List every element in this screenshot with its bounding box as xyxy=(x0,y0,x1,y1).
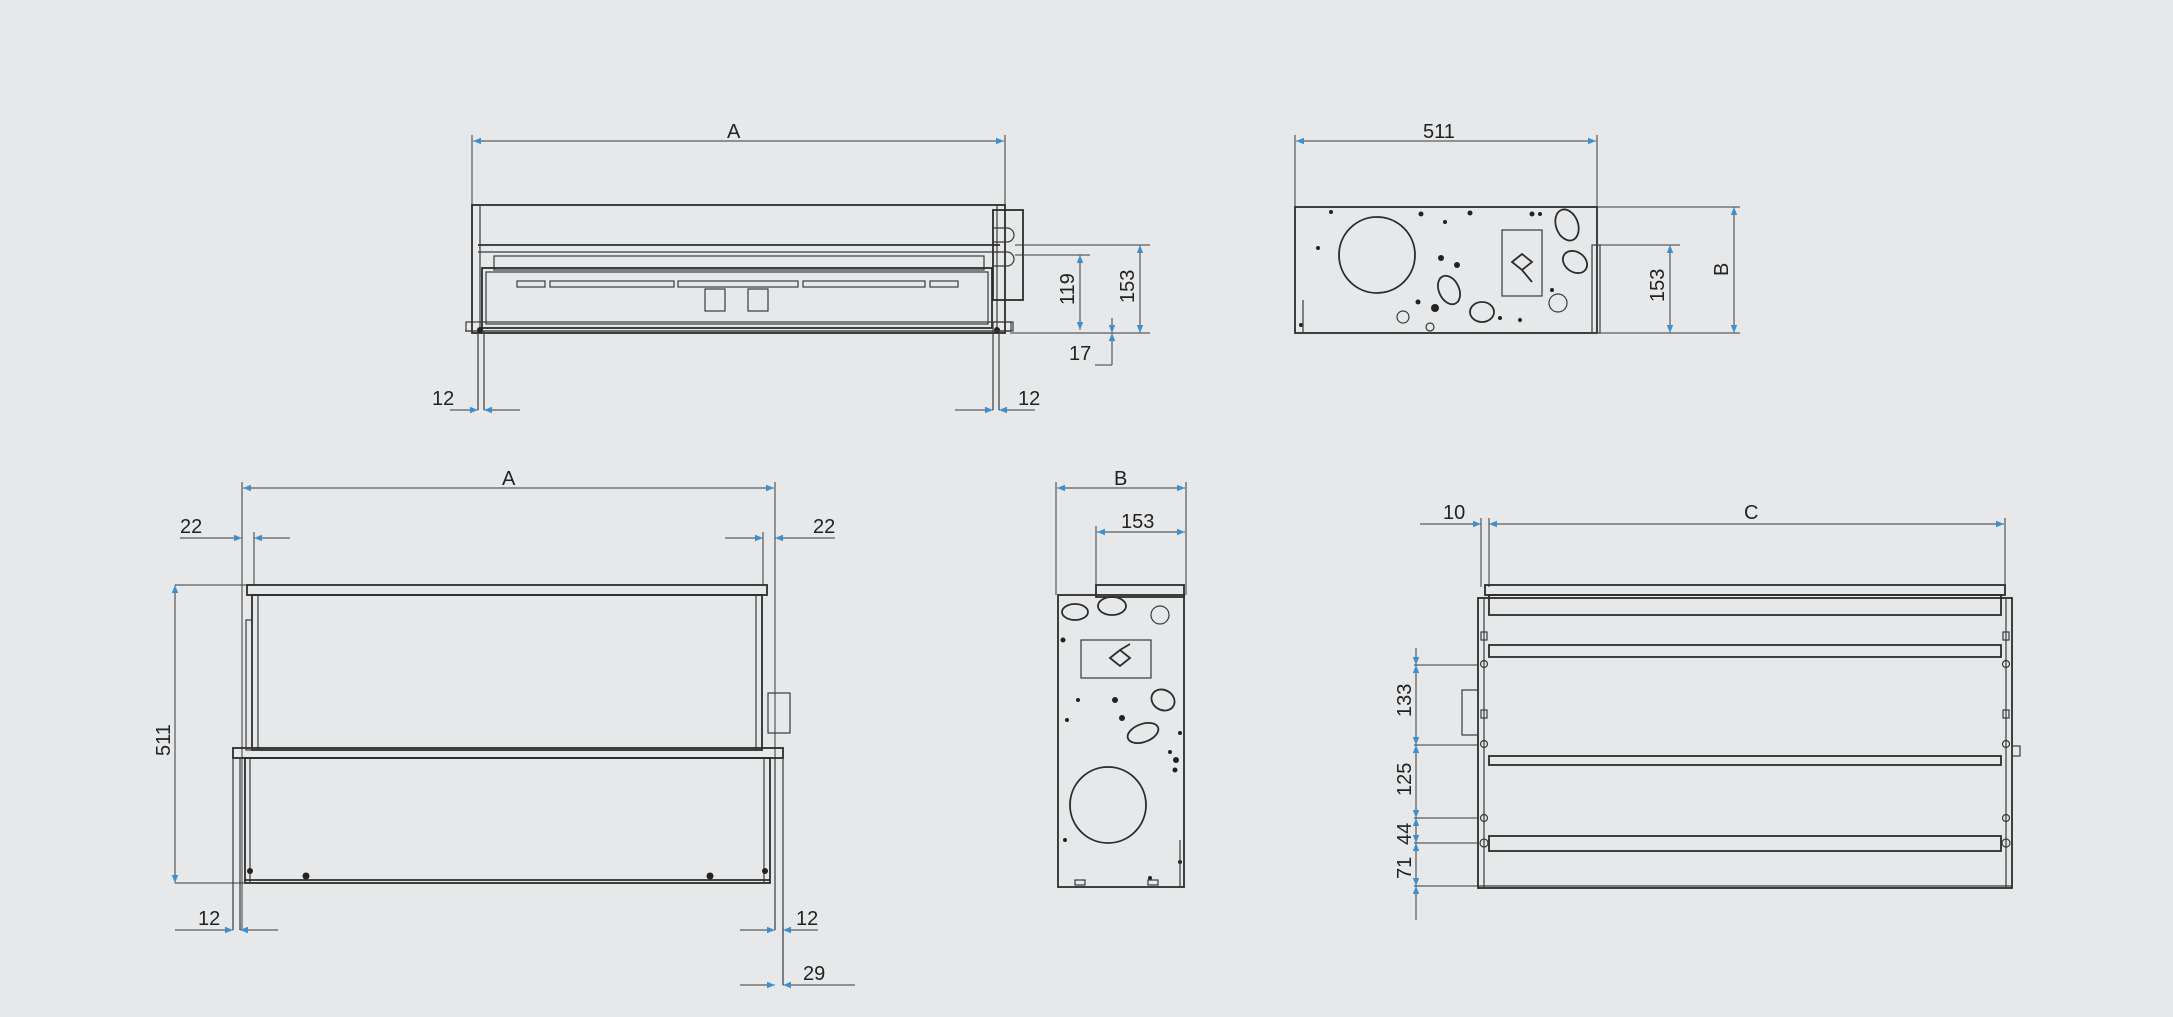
dim-511-label: 511 xyxy=(1423,121,1455,143)
grille-panel xyxy=(481,267,993,329)
dim-133-label: 133 xyxy=(1394,684,1416,717)
dim-10-label: 10 xyxy=(1443,502,1465,524)
dim-29-label: 29 xyxy=(803,963,825,985)
dim-511-plan-label: 511 xyxy=(153,724,175,756)
side-elevation-view: 511 153 B xyxy=(1294,121,1740,334)
dim-b-side-label: B xyxy=(1711,263,1733,276)
dim-12-plan-right-label: 12 xyxy=(796,908,818,930)
dim-12-left-label: 12 xyxy=(432,388,454,410)
dim-12-right-label: 12 xyxy=(1018,388,1040,410)
dim-119-label: 119 xyxy=(1057,273,1079,305)
dim-22-right-label: 22 xyxy=(813,516,835,538)
plan-view: A 22 22 511 12 xyxy=(153,468,855,989)
dim-153-label: 153 xyxy=(1117,270,1139,303)
rear-body xyxy=(1477,597,2013,889)
dim-12-plan-left-label: 12 xyxy=(198,908,220,930)
dim-71-label: 71 xyxy=(1394,857,1416,879)
dim-153-side-label: 153 xyxy=(1647,269,1669,302)
dim-22-left-label: 22 xyxy=(180,516,202,538)
dim-125-label: 125 xyxy=(1394,763,1416,796)
dim-153-end-label: 153 xyxy=(1121,511,1154,533)
dim-c-label: C xyxy=(1744,502,1758,524)
unit-body xyxy=(471,204,1006,334)
dim-44-label: 44 xyxy=(1394,823,1416,845)
dim-b-end-label: B xyxy=(1114,468,1127,490)
plan-lower-section xyxy=(244,757,771,884)
rear-elevation-view: 10 C 133 125 44 71 xyxy=(1394,502,2021,920)
duct-opening-end xyxy=(1069,766,1147,844)
front-elevation-view: A 119 153 xyxy=(432,121,1150,414)
end-panel xyxy=(1057,594,1185,888)
end-elevation-view: B 153 xyxy=(1055,468,1187,888)
dim-a-label: A xyxy=(727,121,741,143)
dim-a-plan-label: A xyxy=(502,468,516,490)
duct-opening xyxy=(1338,216,1416,294)
dim-17-label: 17 xyxy=(1069,343,1091,365)
plan-upper-section xyxy=(251,594,763,751)
side-panel xyxy=(1294,206,1598,334)
